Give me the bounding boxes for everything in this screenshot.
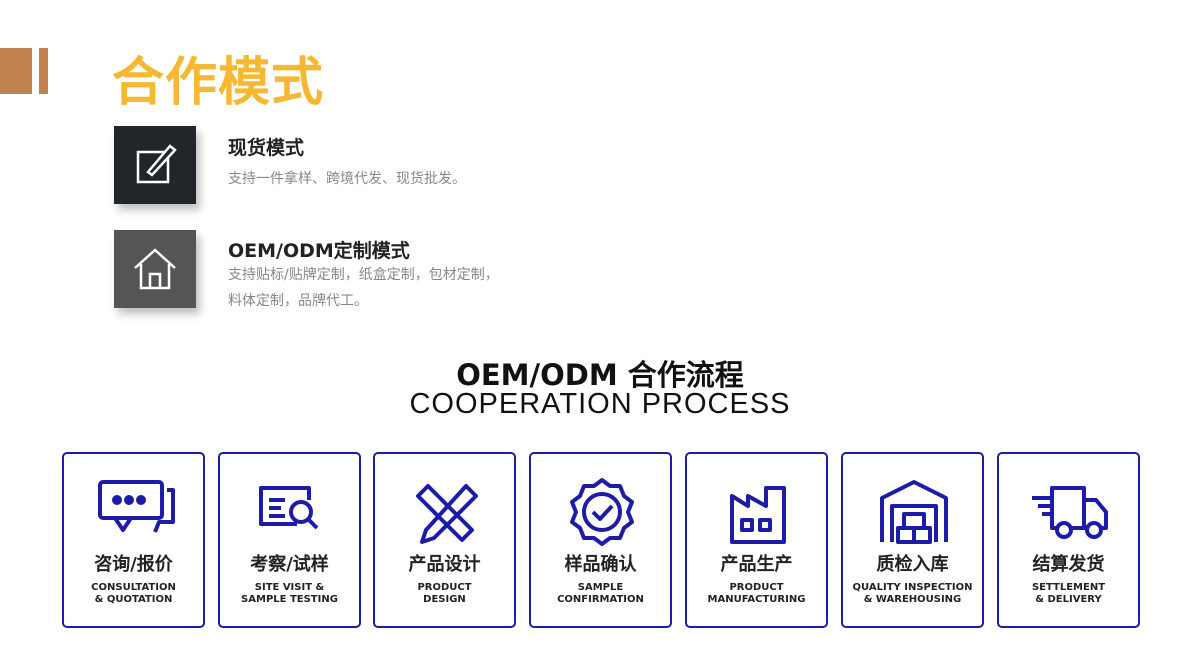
step-title-en: SETTLEMENT& DELIVERY xyxy=(999,582,1138,606)
step-title-en-line1: CONSULTATION xyxy=(91,582,176,593)
step-title-cn: 结算发货 xyxy=(1032,554,1105,575)
warehouse-icon xyxy=(880,480,948,544)
accent-bar-thin xyxy=(39,48,48,94)
mode-title: 现货模式 xyxy=(228,137,305,159)
process-title-en: COOPERATION PROCESS xyxy=(409,388,791,420)
step-title-en: SITE VISIT &SAMPLE TESTING xyxy=(220,582,359,606)
step-title-en-line1: SAMPLE xyxy=(577,582,624,593)
inspect-icon xyxy=(259,486,319,530)
mode-desc: 支持贴标/贴牌定制，纸盒定制，包材定制， xyxy=(228,267,499,283)
badge-check-icon xyxy=(570,478,634,546)
step-title-en-line2: & WAREHOUSING xyxy=(863,594,962,605)
step-title-en-line2: & QUOTATION xyxy=(94,594,173,605)
step-title-en: QUALITY INSPECTION& WAREHOUSING xyxy=(843,582,982,606)
mode-desc: 支持一件拿样、跨境代发、现货批发。 xyxy=(228,171,466,187)
step-title-en-line2: DESIGN xyxy=(423,594,466,605)
home-icon xyxy=(114,230,196,308)
process-step-card: 考察/试样 SITE VISIT &SAMPLE TESTING xyxy=(218,452,361,628)
step-title-en-line2: MANUFACTURING xyxy=(707,594,806,605)
process-title-cn: OEM/ODM 合作流程 xyxy=(456,358,744,392)
process-step-card: 咨询/报价 CONSULTATION& QUOTATION xyxy=(62,452,205,628)
step-title-cn: 考察/试样 xyxy=(250,554,329,575)
mode-desc: 料体定制，品牌代工。 xyxy=(228,293,368,309)
truck-icon xyxy=(1032,486,1108,539)
step-title-en-line1: PRODUCT xyxy=(417,582,472,593)
step-title-en-line2: & DELIVERY xyxy=(1035,594,1102,605)
process-step-card: 质检入库 QUALITY INSPECTION& WAREHOUSING xyxy=(841,452,984,628)
step-title-en-line1: SETTLEMENT xyxy=(1031,582,1106,593)
design-icon xyxy=(416,484,478,544)
mode-title: OEM/ODM定制模式 xyxy=(228,240,410,262)
factory-icon xyxy=(730,486,786,544)
step-title-en: CONSULTATION& QUOTATION xyxy=(64,582,203,606)
step-title-cn: 产品生产 xyxy=(720,554,793,575)
edit-icon xyxy=(114,126,196,204)
page-title: 合作模式 xyxy=(112,53,325,113)
step-title-cn: 质检入库 xyxy=(876,554,949,575)
step-title-cn: 样品确认 xyxy=(564,554,637,575)
step-title-en-line2: SAMPLE TESTING xyxy=(241,594,338,605)
step-title-cn: 产品设计 xyxy=(408,554,481,575)
step-title-cn: 咨询/报价 xyxy=(94,554,173,575)
step-title-en-line1: PRODUCT xyxy=(729,582,784,593)
chat-icon xyxy=(98,480,175,533)
step-title-en-line2: CONFIRMATION xyxy=(557,594,644,605)
process-step-card: 结算发货 SETTLEMENT& DELIVERY xyxy=(997,452,1140,628)
step-title-en-line1: QUALITY INSPECTION xyxy=(852,582,973,593)
accent-bar xyxy=(0,48,32,94)
step-title-en-line1: SITE VISIT & xyxy=(254,582,325,593)
